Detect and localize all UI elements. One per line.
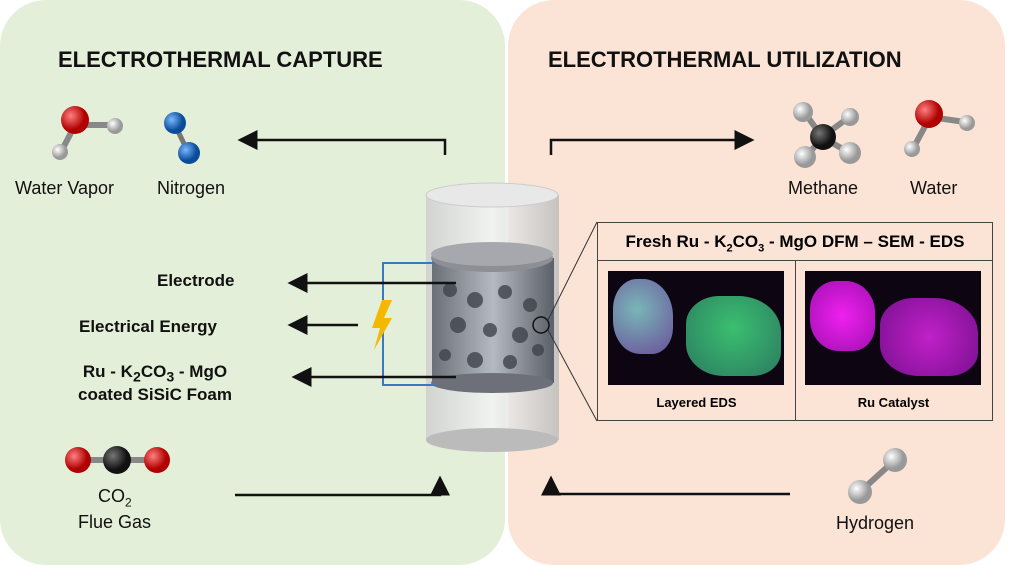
utilization-title: ELECTROTHERMAL UTILIZATION [548,47,902,72]
methane-molecule [793,102,861,168]
water-label: Water [910,178,958,198]
layered-eds-caption: Layered EDS [656,395,737,410]
ru-catalyst-caption: Ru Catalyst [857,395,930,410]
capture-title: ELECTROTHERMAL CAPTURE [58,47,383,72]
hydrogen-label: Hydrogen [836,513,915,533]
nitrogen-molecule [164,112,200,164]
methane-label: Methane [788,178,859,198]
lightning-bolt-icon [372,300,392,350]
arrow-to-exhaust [237,130,447,155]
water-vapor-molecule [52,106,123,160]
reactor-cylinder [425,182,598,452]
foam-line2: coated SiSiC Foam [78,385,232,405]
ru-catalyst-image [805,271,981,385]
electrode-label: Electrode [157,271,235,290]
nitrogen-label: Nitrogen [157,178,226,198]
sem-eds-title: Fresh Ru - K2CO3 - MgO DFM – SEM - EDS [598,223,992,261]
foam-label: Ru - K2CO3 - MgO coated SiSiC Foam [78,362,232,405]
ru-catalyst-cell: Ru Catalyst [795,261,992,421]
layered-eds-cell: Layered EDS [598,261,796,421]
water-vapor-label: Water Vapor [15,178,115,198]
arrow-to-products [549,130,755,155]
co2-molecule [65,446,170,474]
sem-eds-panel: Fresh Ru - K2CO3 - MgO DFM – SEM - EDS L… [597,222,993,421]
foam-line1: Ru - K2CO3 - MgO [82,362,228,386]
water-molecule [904,100,975,157]
arrow-flue-gas-in [235,475,450,497]
flue-gas-label: Flue Gas [78,512,152,532]
electrical-energy-label: Electrical Energy [79,317,217,336]
co2-label: CO2 [98,486,132,510]
arrow-hydrogen-in [541,475,790,496]
hydrogen-molecule [848,448,907,504]
layered-eds-image [608,271,784,385]
